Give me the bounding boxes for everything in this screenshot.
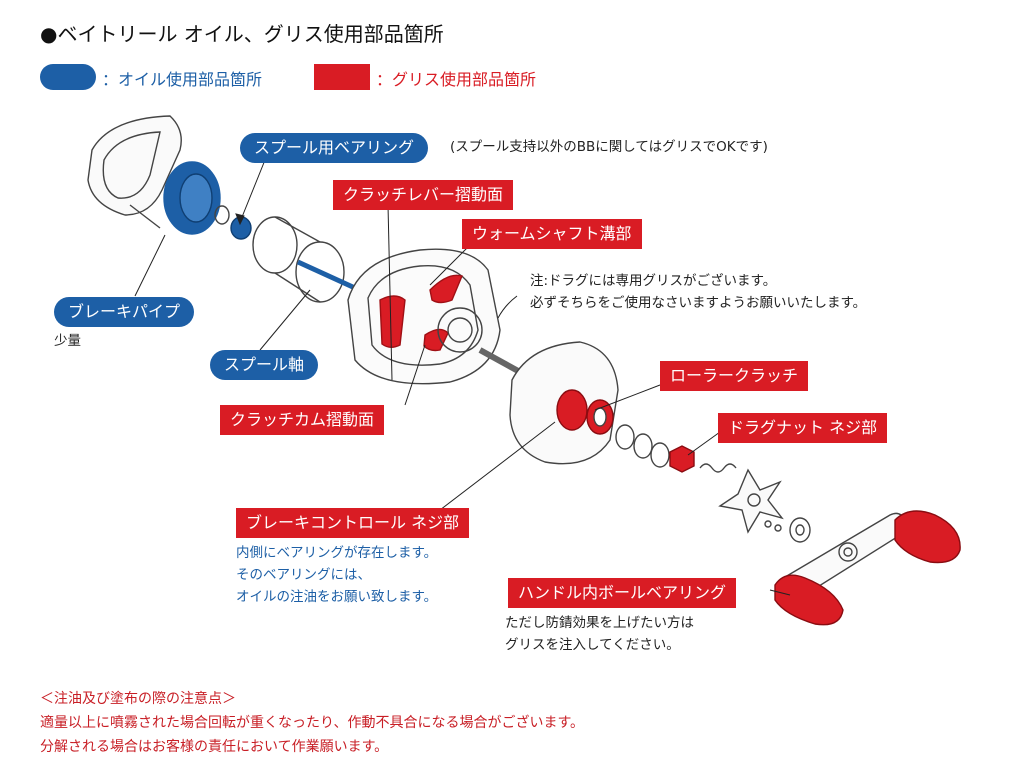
label-drag-nut: ドラグナット ネジ部 [718,413,888,443]
spool-bearing-note: (スプール支持以外のBBに関してはグリスでOKです) [450,139,768,155]
spool-shaft-part [296,259,357,291]
handle-note-2: グリスを注入してください。 [505,637,680,653]
handle-knob-bottom [774,574,844,626]
brake-control-note-2: そのベアリングには、 [236,567,371,583]
caution-heading: ＜注油及び塗布の際の注意点＞ [40,691,236,707]
legend-grease-swatch [314,64,370,90]
legend-oil-label: ：オイル使用部品箇所 [102,70,263,89]
star-drag [718,468,784,534]
handle-knob-top [894,510,961,564]
caution-line-2: 分解される場合はお客様の責任において作業願います。 [40,739,389,755]
drag-note-1: 注:ドラグには専用グリスがございます。 [530,273,777,289]
page-title: ●ベイトリール オイル、グリス使用部品箇所 [40,22,444,46]
handle-note-1: ただし防錆効果を上げたい方は [505,615,694,631]
brake-pipe-note: 少量 [54,333,81,349]
roller-clutch-part [556,389,588,431]
clutch-cam-grease [423,328,449,352]
drag-note-2: 必ずそちらをご使用なさいますようお願いいたします。 [530,295,867,311]
legend-grease-label: ：グリス使用部品箇所 [376,70,537,89]
brake-control-note-1: 内側にベアリングが存在します。 [236,545,438,561]
label-clutch-cam: クラッチカム摺動面 [220,405,385,435]
drag-nut-part [669,445,695,473]
label-worm-shaft: ウォームシャフト溝部 [462,219,642,249]
clutch-lever-grease [379,295,406,348]
legend-oil-swatch [40,64,96,90]
caution-line-1: 適量以上に噴霧された場合回転が重くなったり、作動不具合になる場合がございます。 [40,715,585,731]
label-roller-clutch: ローラークラッチ [660,361,809,391]
label-brake-control: ブレーキコントロール ネジ部 [236,508,470,538]
label-handle-bearing: ハンドル内ボールベアリング [508,578,737,608]
label-spool-shaft: スプール軸 [210,350,319,380]
worm-shaft-grease [429,274,463,304]
reel-frame [347,248,501,385]
label-clutch-lever: クラッチレバー摺動面 [333,180,514,210]
label-spool-bearing: スプール用ベアリング [240,133,429,163]
label-brake-pipe: ブレーキパイプ [54,297,195,327]
brake-control-note-3: オイルの注油をお願い致します。 [236,589,438,605]
